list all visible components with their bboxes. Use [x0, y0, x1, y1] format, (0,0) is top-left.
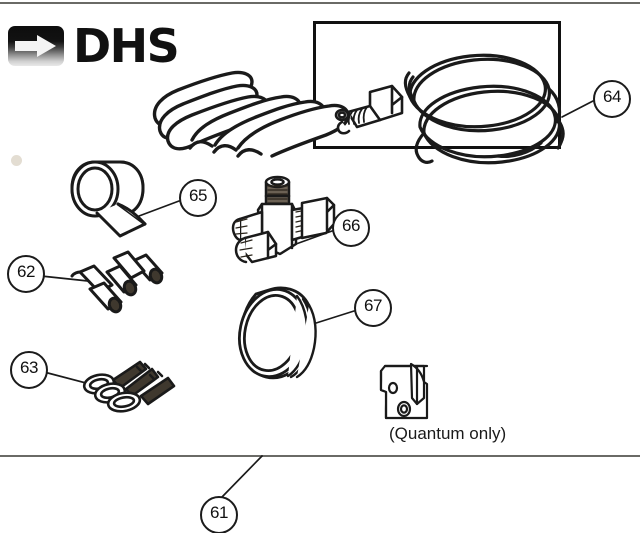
- leader-61: [221, 455, 263, 498]
- dhs-logo: DHS: [8, 19, 180, 73]
- callout-66[interactable]: 66: [332, 209, 370, 247]
- callout-65[interactable]: 65: [179, 179, 217, 217]
- logo-wordmark: DHS: [73, 19, 180, 73]
- callout-61[interactable]: 61: [200, 496, 238, 533]
- leader-63: [43, 371, 87, 384]
- leader-62: [40, 275, 89, 282]
- part-roller-pins: [70, 250, 164, 314]
- right-arrow-icon: [15, 35, 56, 57]
- page-top-rule: [0, 2, 640, 4]
- logo-badge: [8, 26, 64, 66]
- leader-65: [138, 200, 180, 217]
- part-mounting-bracket: [379, 362, 429, 420]
- part-tee-valve: [231, 175, 336, 264]
- leader-67: [312, 310, 355, 325]
- callout-67[interactable]: 67: [354, 289, 392, 327]
- part-keys-with-rings: [82, 360, 176, 413]
- leader-lines: [40, 100, 594, 498]
- leader-64: [561, 100, 594, 118]
- part-seal-ring: [238, 286, 317, 380]
- assembly-boundary-rule: [0, 455, 640, 457]
- quantum-only-note: (Quantum only): [389, 424, 507, 443]
- callout-62[interactable]: 62: [7, 255, 45, 293]
- scan-artifact-blob: [11, 155, 22, 166]
- callout-63[interactable]: 63: [10, 351, 48, 389]
- detail-box-64: [313, 21, 561, 149]
- callout-64[interactable]: 64: [593, 80, 631, 118]
- leader-66: [295, 230, 333, 245]
- part-tape-roll: [70, 160, 147, 238]
